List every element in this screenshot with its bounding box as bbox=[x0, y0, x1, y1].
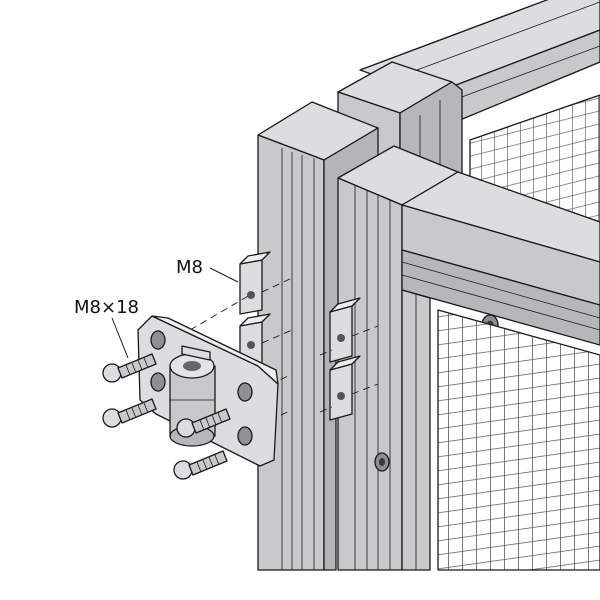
button-head-screw-icon-3 bbox=[173, 450, 228, 480]
t-slot-nut-upper bbox=[239, 251, 271, 315]
button-head-screw-icon-1 bbox=[102, 353, 157, 383]
door-top-rail bbox=[401, 171, 600, 346]
leader-lines bbox=[111, 267, 239, 359]
nut-label: M8 bbox=[176, 257, 203, 278]
t-slot-nut-door-upper bbox=[329, 297, 361, 363]
door-mesh-panel bbox=[437, 309, 600, 571]
door-frame-side bbox=[401, 289, 431, 571]
button-head-screw-icon-4 bbox=[176, 408, 231, 438]
button-head-screw-icon-2 bbox=[102, 398, 157, 428]
screw-label: M8×18 bbox=[74, 297, 139, 318]
t-slot-nut-door-lower bbox=[329, 355, 361, 421]
